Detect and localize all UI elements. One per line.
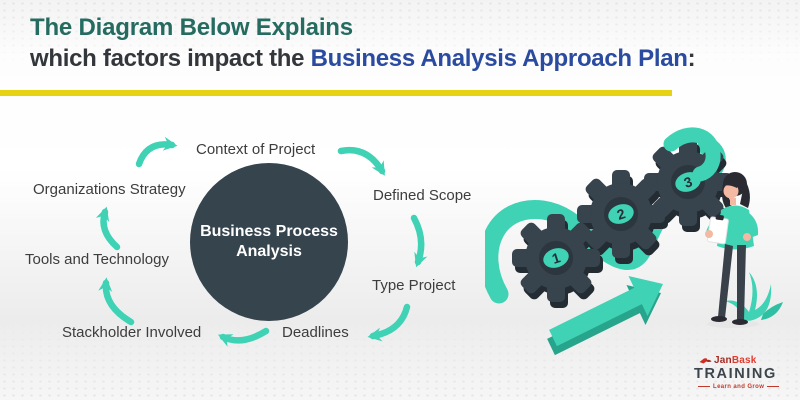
cycle-arrows (95, 136, 428, 347)
hair-right (740, 180, 750, 208)
janbask-fish-icon (699, 357, 712, 363)
factor-type-project: Type Project (372, 277, 456, 294)
logo-brand-text: JanBask (714, 356, 757, 366)
title-line2-highlight: Business Analysis Approach Plan (310, 44, 688, 72)
title-line-1: The Diagram Below Explains (30, 14, 353, 41)
factor-deadlines: Deadlines (282, 324, 349, 341)
gear-1-center (543, 248, 569, 268)
gears-illustration: 3 2 1 (485, 127, 783, 356)
tagline-dash-left (698, 386, 710, 387)
logo-brand-bask: Bask (731, 355, 757, 366)
face (723, 183, 739, 199)
sleeve-right (743, 213, 759, 238)
growth-arrow (547, 276, 663, 356)
arrow-org-to-context (135, 136, 178, 168)
yellow-underline-bar (0, 90, 672, 96)
center-label-line2: Analysis (236, 243, 302, 260)
logo-brand-jan: Jan (714, 355, 732, 366)
factor-stackholder-involved: Stackholder Involved (62, 324, 202, 341)
tagline-dash-right (767, 386, 780, 387)
page-title: The Diagram Below Explains which factors… (30, 13, 696, 75)
logo-tagline-text: Learn and Grow (713, 383, 765, 390)
logo-brand-row: JanBask (699, 356, 784, 366)
arrow-scope-to-type (410, 214, 428, 268)
center-node-label: Business Process Analysis (200, 222, 338, 262)
leg-right (737, 245, 746, 320)
factor-defined-scope: Defined Scope (373, 187, 472, 204)
gear-2: 2 (577, 170, 665, 258)
growth-arrow-face (549, 276, 663, 347)
shoe-right (732, 319, 748, 325)
arrow-context-to-scope (337, 146, 386, 176)
arrow-tools-to-org (95, 206, 121, 251)
clipboard-clip (715, 214, 724, 221)
clipboard (707, 214, 729, 245)
hair-fringe (723, 180, 739, 188)
center-label-line1: Business Process (200, 223, 338, 240)
title-line2-prefix: which factors impact the (30, 44, 311, 72)
shoe-left (711, 316, 727, 322)
logo-tagline-row: Learn and Grow (698, 384, 784, 390)
arrow-type-to-deadlines (367, 303, 411, 342)
gear-2-center (608, 204, 634, 224)
factor-organizations-strategy: Organizations Strategy (33, 181, 186, 198)
ribbon-hook-front (663, 127, 721, 182)
factor-context-of-project: Context of Project (196, 141, 316, 158)
factor-tools-and-technology: Tools and Technology (25, 251, 169, 268)
hand-right (743, 233, 751, 241)
hand-left (705, 230, 713, 238)
title-line-2: which factors impact the Business Analys… (30, 44, 696, 75)
leg-left (718, 244, 733, 318)
person-illustration (705, 172, 759, 328)
gear-1: 1 (512, 214, 600, 302)
center-node: Business Process Analysis (190, 163, 348, 321)
logo-training-text: TRAINING (694, 366, 777, 382)
neck (730, 198, 736, 205)
janbask-training-logo: JanBask TRAINING Learn and Grow (694, 356, 784, 390)
title-line2-suffix: : (687, 44, 696, 72)
arrow-stackholder-to-tools (98, 277, 135, 326)
arrow-deadlines-to-stackholder (217, 327, 270, 347)
plant (725, 272, 783, 322)
